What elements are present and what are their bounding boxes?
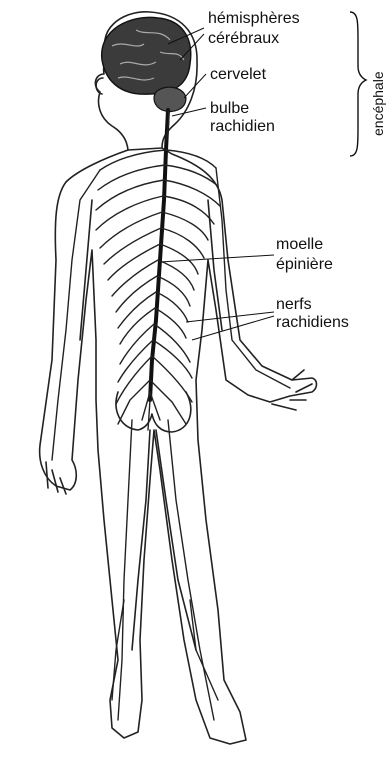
- label-hemispheres-line1: hémisphères: [208, 10, 300, 27]
- right-hand-fingers: [272, 370, 312, 410]
- label-moelle-line1: moelle: [276, 236, 323, 253]
- left-hand-fingers: [46, 462, 66, 494]
- leg-inner-right: [156, 430, 196, 650]
- label-hemispheres-line2: cérébraux: [208, 30, 279, 47]
- spinal-nerves: [52, 110, 290, 720]
- leader-cervelet: [184, 74, 206, 98]
- cerebellum: [154, 87, 186, 111]
- label-bulbe-line2: rachidien: [210, 118, 275, 135]
- body-outline: [40, 148, 317, 744]
- encephale-brace: [350, 12, 366, 156]
- label-bulbe-line1: bulbe: [210, 100, 249, 117]
- leader-moelle: [160, 255, 274, 262]
- label-nerfs-line1: nerfs: [276, 296, 312, 313]
- label-nerfs-line2: rachidiens: [276, 314, 349, 331]
- label-cervelet: cervelet: [210, 66, 266, 83]
- label-moelle-line2: épinière: [276, 256, 333, 273]
- brain-hemispheres: [102, 17, 191, 94]
- label-encephale: encéphale: [370, 71, 386, 136]
- buttocks-outline: [116, 392, 191, 432]
